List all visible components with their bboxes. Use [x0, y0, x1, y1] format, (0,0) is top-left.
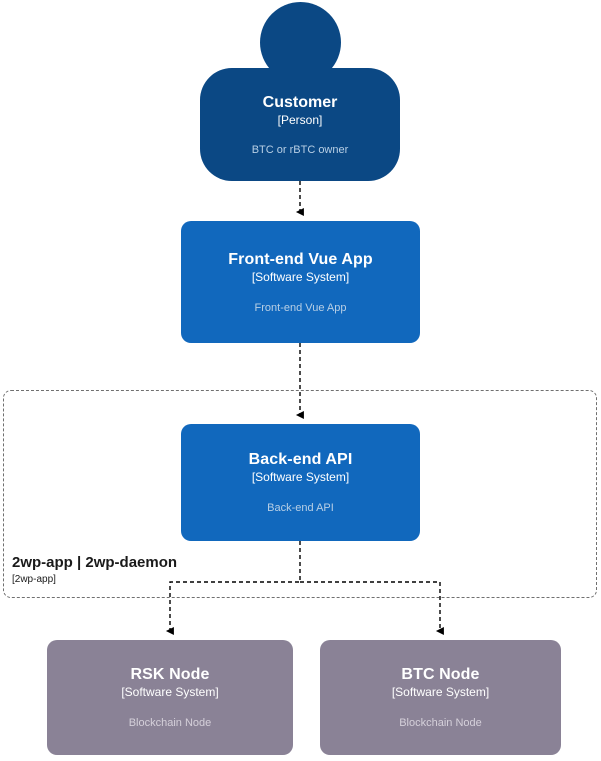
- backend-title: Back-end API: [248, 451, 353, 468]
- node-customer[interactable]: Customer [Person] BTC or rBTC owner: [200, 68, 400, 181]
- btc-node-title: BTC Node: [401, 666, 480, 683]
- boundary-2wp-app[interactable]: [3, 390, 597, 598]
- customer-title: Customer: [262, 93, 338, 111]
- btc-node-description: Blockchain Node: [399, 717, 482, 729]
- customer-type: [Person]: [277, 112, 323, 127]
- frontend-type: [Software System]: [251, 269, 350, 284]
- backend-description: Back-end API: [267, 502, 334, 514]
- rsk-node-title: RSK Node: [130, 666, 210, 683]
- customer-description: BTC or rBTC owner: [251, 143, 349, 156]
- node-rsk-node[interactable]: RSK Node [Software System] Blockchain No…: [47, 640, 293, 755]
- btc-node-type: [Software System]: [391, 685, 490, 699]
- rsk-node-type: [Software System]: [121, 685, 219, 699]
- boundary-label: 2wp-app | 2wp-daemon [2wp-app]: [12, 554, 177, 586]
- node-frontend-vue-app[interactable]: Front-end Vue App [Software System] Fron…: [181, 221, 420, 343]
- node-btc-node[interactable]: BTC Node [Software System] Blockchain No…: [320, 640, 561, 755]
- rsk-node-description: Blockchain Node: [128, 717, 212, 729]
- boundary-type: [2wp-app]: [12, 574, 56, 585]
- backend-type: [Software System]: [251, 470, 350, 484]
- frontend-description: Front-end Vue App: [254, 301, 347, 314]
- node-backend-api[interactable]: Back-end API [Software System] Back-end …: [181, 424, 420, 541]
- frontend-title: Front-end Vue App: [228, 250, 373, 268]
- boundary-name: 2wp-app | 2wp-daemon: [12, 554, 178, 571]
